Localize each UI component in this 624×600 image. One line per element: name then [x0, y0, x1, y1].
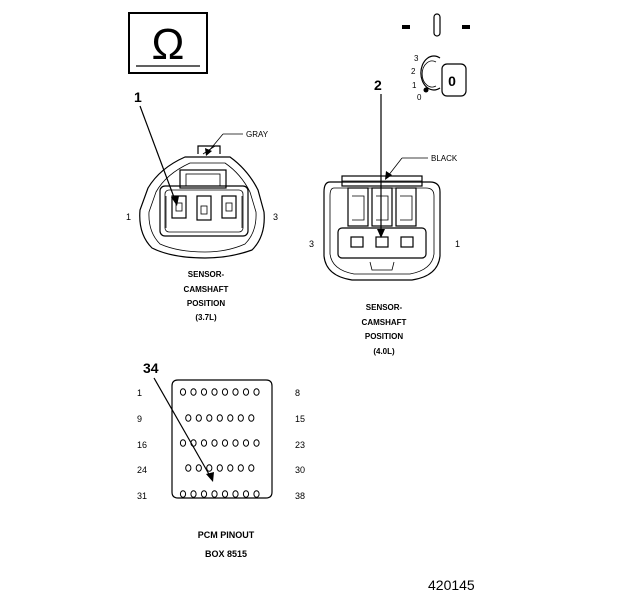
pcm-pin	[221, 388, 229, 396]
pcm-pin	[248, 414, 255, 422]
connector-3-7l-pin-right: 3	[273, 212, 278, 222]
ignition-key-icon: 0 3 2 1 0	[402, 13, 470, 102]
pcm-pin	[232, 490, 239, 498]
pcm-pin	[221, 490, 229, 498]
connector-3-7l	[139, 145, 265, 259]
pcm-pin	[232, 388, 239, 396]
ignition-pos-3: 3	[414, 54, 419, 63]
connector-3-7l-caption: SENSOR- CAMSHAFT POSITION (3.7L)	[184, 270, 229, 322]
callout-2: 2	[374, 77, 382, 93]
pcm-pin	[248, 464, 255, 472]
pcm-pin	[179, 490, 187, 498]
pcm-pin	[253, 388, 260, 396]
caption-line: SENSOR-	[188, 270, 225, 279]
pcm-connector	[171, 379, 273, 499]
pcm-pin	[190, 490, 197, 498]
pcm-left-numbers: 1 9 16 24 31	[137, 388, 147, 501]
pcm-pin	[237, 464, 244, 472]
pcm-pin	[206, 414, 213, 422]
ignition-pos-0: 0	[417, 93, 422, 102]
pcm-pin	[242, 490, 250, 498]
pcm-row-end: 8	[295, 388, 300, 398]
pcm-pin	[227, 464, 234, 472]
pcm-pin	[206, 464, 213, 472]
pcm-row-start: 31	[137, 491, 147, 501]
connector-4-0l-pin-right: 1	[455, 239, 460, 249]
pcm-pin	[216, 414, 223, 422]
pcm-row-end: 15	[295, 414, 305, 424]
connector-4-0l-color-label: BLACK	[431, 154, 458, 163]
pcm-pin	[253, 439, 260, 447]
pcm-box-label: BOX 8515	[205, 549, 247, 559]
pcm-pin	[195, 464, 202, 472]
pcm-caption: PCM PINOUT	[198, 530, 255, 540]
ignition-pos-1: 1	[412, 81, 417, 90]
pcm-pin	[179, 388, 187, 396]
pcm-pin	[200, 388, 208, 396]
pcm-row-start: 9	[137, 414, 142, 424]
caption-line: (3.7L)	[195, 313, 217, 322]
pcm-pin	[185, 414, 192, 422]
callout-34: 34	[143, 360, 159, 376]
ignition-key-label: 0	[448, 73, 456, 89]
ohm-meter-icon: Ω	[128, 12, 208, 74]
connector-4-0l-caption: SENSOR- CAMSHAFT POSITION (4.0L)	[362, 303, 407, 356]
pcm-pin	[237, 414, 244, 422]
pcm-pin	[253, 490, 260, 498]
pcm-pin	[211, 490, 218, 498]
pcm-pin	[216, 464, 223, 472]
pcm-pin	[227, 414, 234, 422]
pcm-pin-grid	[179, 388, 260, 498]
pcm-pin	[221, 439, 229, 447]
pcm-pin	[211, 388, 218, 396]
pcm-row-start: 16	[137, 440, 147, 450]
connector-4-0l	[323, 175, 441, 281]
connector-3-7l-color-label: GRAY	[246, 130, 269, 139]
caption-line: SENSOR-	[366, 303, 403, 312]
caption-line: CAMSHAFT	[184, 285, 229, 294]
pcm-row-end: 23	[295, 440, 305, 450]
callout-1: 1	[134, 89, 142, 105]
ohm-symbol: Ω	[152, 20, 185, 69]
pcm-pin	[195, 414, 202, 422]
caption-line: POSITION	[187, 299, 225, 308]
pcm-pin	[190, 388, 197, 396]
pcm-pin	[185, 464, 192, 472]
pcm-row-end: 30	[295, 465, 305, 475]
pcm-pin	[211, 439, 218, 447]
pcm-row-end: 38	[295, 491, 305, 501]
caption-line: (4.0L)	[373, 347, 395, 356]
pcm-pin	[200, 490, 208, 498]
pcm-row-start: 1	[137, 388, 142, 398]
pcm-pin	[242, 388, 250, 396]
connector-3-7l-pin-left: 1	[126, 212, 131, 222]
caption-line: POSITION	[365, 332, 403, 341]
pcm-pin	[232, 439, 239, 447]
ignition-pos-2: 2	[411, 67, 416, 76]
pcm-right-numbers: 8 15 23 30 38	[295, 388, 305, 501]
pcm-pin	[242, 439, 250, 447]
pcm-row-start: 24	[137, 465, 147, 475]
caption-line: CAMSHAFT	[362, 318, 407, 327]
pcm-pin	[179, 439, 187, 447]
pcm-pin	[200, 439, 208, 447]
figure-id: 420145	[428, 577, 475, 593]
connector-4-0l-pin-left: 3	[309, 239, 314, 249]
